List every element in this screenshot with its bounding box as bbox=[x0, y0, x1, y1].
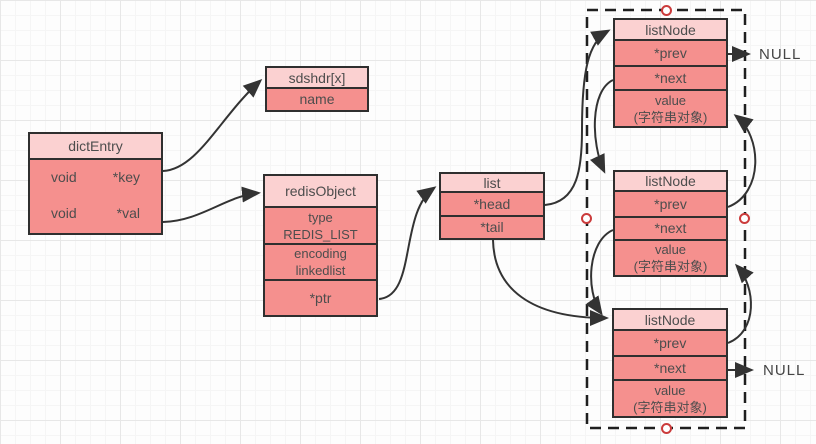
dictentry-key-row: void *key bbox=[30, 169, 161, 185]
arrow-key-to-sdshdr[interactable] bbox=[162, 78, 263, 172]
dictentry-box[interactable]: dictEntry void *key void *val bbox=[28, 132, 163, 235]
dictentry-body: void *key void *val bbox=[30, 160, 161, 233]
val-pointer-label: *val bbox=[116, 205, 140, 221]
sdshdr-title: sdshdr[x] bbox=[267, 68, 367, 89]
redisobject-ptr-cell: *ptr bbox=[265, 279, 376, 315]
arrow-node3-prev-to-node2[interactable] bbox=[727, 263, 754, 344]
selection-handle-left[interactable] bbox=[581, 213, 592, 224]
listnode1-title: listNode bbox=[615, 20, 726, 41]
arrow-tail-to-listnode3[interactable] bbox=[492, 239, 609, 326]
key-type-label: void bbox=[51, 169, 77, 185]
listnode2-box[interactable]: listNode *prev *next value (字符串对象) bbox=[613, 170, 728, 277]
redisobject-type-cell: type REDIS_LIST bbox=[283, 209, 358, 242]
arrow-head-to-listnode1[interactable] bbox=[544, 29, 611, 206]
val-type-label: void bbox=[51, 205, 77, 221]
listnode2-next-cell: *next bbox=[615, 216, 726, 239]
listnode1-box[interactable]: listNode *prev *next value (字符串对象) bbox=[613, 18, 728, 128]
null-label-bottom: NULL bbox=[763, 362, 806, 379]
null-label-top: NULL bbox=[759, 46, 802, 63]
arrow-node2-next-to-node3[interactable] bbox=[585, 229, 614, 316]
dictentry-title: dictEntry bbox=[30, 134, 161, 160]
listnode2-prev-cell: *prev bbox=[654, 195, 687, 212]
selection-handle-right[interactable] bbox=[739, 213, 750, 224]
list-head-cell: *head bbox=[473, 195, 511, 212]
selection-handle-bottom[interactable] bbox=[661, 423, 672, 434]
arrow-val-to-redisobject[interactable] bbox=[162, 186, 261, 223]
sdshdr-name-cell: name bbox=[299, 91, 335, 107]
redisobject-encoding-cell: encoding linkedlist bbox=[265, 243, 376, 279]
listnode1-prev-cell: *prev bbox=[654, 44, 687, 61]
redisobject-title: redisObject bbox=[265, 176, 376, 208]
listnode3-box[interactable]: listNode *prev *next value (字符串对象) bbox=[612, 308, 728, 418]
listnode3-next-cell: *next bbox=[614, 355, 726, 379]
arrow-node2-prev-to-node1[interactable] bbox=[727, 114, 757, 208]
listnode3-prev-cell: *prev bbox=[653, 334, 687, 351]
listnode2-value-cell: value (字符串对象) bbox=[615, 239, 726, 275]
arrow-ptr-to-list[interactable] bbox=[378, 186, 437, 300]
sdshdr-box[interactable]: sdshdr[x] name bbox=[265, 66, 369, 112]
selection-handle-top[interactable] bbox=[661, 5, 672, 16]
listnode1-next-cell: *next bbox=[615, 65, 726, 89]
listnode3-title: listNode bbox=[614, 310, 726, 331]
redisobject-box[interactable]: redisObject type REDIS_LIST encoding lin… bbox=[263, 174, 378, 317]
dictentry-val-row: void *val bbox=[30, 205, 161, 221]
list-title: list bbox=[441, 174, 543, 193]
listnode2-title: listNode bbox=[615, 172, 726, 192]
listnode3-value-cell: value (字符串对象) bbox=[614, 379, 726, 416]
key-pointer-label: *key bbox=[112, 169, 140, 185]
list-tail-cell: *tail bbox=[441, 215, 543, 238]
list-box[interactable]: list *head *tail bbox=[439, 172, 545, 240]
arrow-node1-next-to-node2[interactable] bbox=[590, 79, 614, 174]
listnode1-value-cell: value (字符串对象) bbox=[615, 89, 726, 126]
